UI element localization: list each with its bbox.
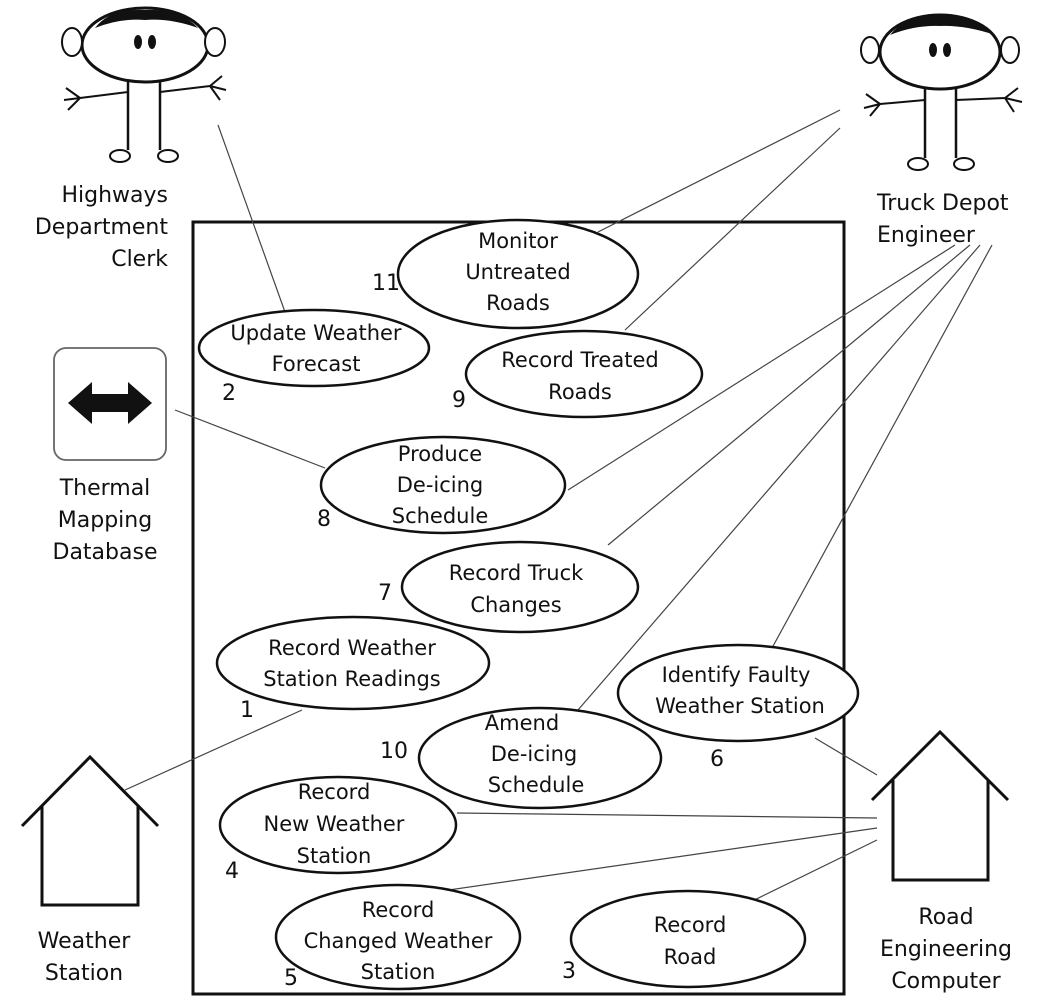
uc-treated-number: 9: [452, 388, 466, 413]
uc-newstation-line-3: Station: [297, 844, 372, 868]
uc-monitor-line-3: Roads: [486, 291, 550, 315]
computer-label-line-3: Computer: [891, 969, 1001, 994]
uc-amend-line-3: Schedule: [488, 773, 585, 797]
uc-faulty-line-2: Weather Station: [655, 694, 825, 718]
uc-road-line-1: Record: [654, 913, 727, 937]
use-case-record-truck-changes: Record Truck Changes 7: [378, 540, 640, 634]
uc-newstation-line-1: Record: [298, 780, 371, 804]
db-label-line-2: Mapping: [58, 508, 152, 533]
engineer-label-line-1: Truck Depot: [876, 191, 1009, 216]
clerk-label-line-1: Highways: [61, 183, 168, 208]
line-station-readings: [124, 709, 303, 791]
line-clerk-update: [217, 124, 286, 313]
use-case-monitor-untreated-roads: Monitor Untreated Roads 11: [372, 218, 640, 330]
uc-changed-number: 5: [284, 966, 298, 991]
station-label-line-1: Weather: [38, 929, 132, 954]
engineer-label-line-2: Engineer: [877, 223, 976, 248]
line-computer-road: [737, 839, 878, 909]
uc-newstation-line-2: New Weather: [264, 812, 405, 836]
computer-label-line-2: Engineering: [880, 937, 1012, 962]
uc-road-line-2: Road: [664, 945, 717, 969]
uc-readings-line-1: Record Weather: [268, 636, 436, 660]
line-engineer-monitor: [597, 109, 841, 233]
uc-readings-line-2: Station Readings: [263, 667, 441, 691]
line-engineer-treated: [624, 127, 841, 331]
line-computer-changed: [427, 827, 878, 894]
line-computer-faulty: [814, 737, 878, 776]
road-computer-house-icon: [870, 729, 1010, 882]
actor-truck-engineer: Truck Depot Engineer: [860, 13, 1023, 248]
computer-label-line-1: Road: [918, 905, 973, 930]
weather-station-house-icon: [20, 754, 160, 907]
use-case-record-road: Record Road 3: [562, 889, 807, 989]
uc-monitor-line-1: Monitor: [478, 229, 558, 253]
uc-treated-line-2: Roads: [548, 380, 612, 404]
use-case-record-new-weather-station: Record New Weather Station 4: [218, 775, 458, 884]
uc-produce-line-2: De-icing: [397, 473, 484, 497]
double-arrow-icon: [68, 382, 152, 424]
uc-amend-line-1: Amend: [485, 711, 559, 735]
use-case-produce-deicing-schedule: Produce De-icing Schedule 8: [317, 435, 567, 535]
use-case-update-weather-forecast: Update Weather Forecast 2: [197, 308, 431, 406]
use-case-record-treated-roads: Record Treated Roads 9: [452, 329, 704, 419]
line-computer-newstation: [456, 812, 878, 819]
uc-monitor-line-2: Untreated: [465, 260, 570, 284]
uc-newstation-number: 4: [225, 859, 239, 884]
use-case-identify-faulty-weather-station: Identify Faulty Weather Station 6: [616, 643, 860, 772]
db-label-line-3: Database: [53, 540, 158, 565]
uc-changed-line-3: Station: [361, 960, 436, 984]
uc-faulty-number: 6: [710, 747, 724, 772]
use-case-record-weather-station-readings: Record Weather Station Readings 1: [215, 615, 491, 723]
uc-produce-line-3: Schedule: [392, 504, 489, 528]
uc-truck-number: 7: [378, 581, 392, 606]
uc-readings-number: 1: [240, 698, 254, 723]
line-engineer-truck: [607, 244, 971, 546]
line-engineer-faulty: [771, 244, 993, 649]
clerk-label-line-2: Department: [35, 215, 169, 240]
db-label-line-1: Thermal: [59, 476, 151, 501]
uc-road-number: 3: [562, 959, 576, 984]
actor-highways-clerk: Highways Department Clerk: [35, 6, 227, 272]
actor-road-computer: Road Engineering Computer: [870, 729, 1012, 994]
uc-amend-number: 10: [380, 739, 408, 764]
uc-update-line-1: Update Weather: [230, 321, 402, 345]
uc-produce-line-1: Produce: [398, 442, 482, 466]
line-engineer-amend: [577, 244, 981, 711]
line-engineer-produce: [567, 244, 956, 491]
actor-weather-station: Weather Station: [20, 754, 160, 986]
line-db-produce: [174, 409, 326, 469]
actor-thermal-database: Thermal Mapping Database: [53, 347, 167, 565]
uc-amend-line-2: De-icing: [491, 742, 578, 766]
uc-changed-line-1: Record: [362, 898, 435, 922]
use-case-amend-deicing-schedule: Amend De-icing Schedule 10: [380, 706, 663, 810]
uc-monitor-number: 11: [372, 271, 400, 296]
uc-update-number: 2: [222, 381, 236, 406]
uc-changed-line-2: Changed Weather: [304, 929, 493, 953]
association-lines: [124, 109, 993, 909]
uc-produce-number: 8: [317, 507, 331, 532]
station-label-line-2: Station: [45, 961, 123, 986]
uc-faulty-line-1: Identify Faulty: [662, 663, 811, 687]
uc-treated-line-1: Record Treated: [501, 348, 658, 372]
uc-update-line-2: Forecast: [272, 352, 361, 376]
uc-truck-line-1: Record Truck: [449, 561, 584, 585]
uc-truck-line-2: Changes: [470, 593, 561, 617]
use-case-record-changed-weather-station: Record Changed Weather Station 5: [274, 883, 522, 991]
clerk-label-line-3: Clerk: [111, 247, 168, 272]
